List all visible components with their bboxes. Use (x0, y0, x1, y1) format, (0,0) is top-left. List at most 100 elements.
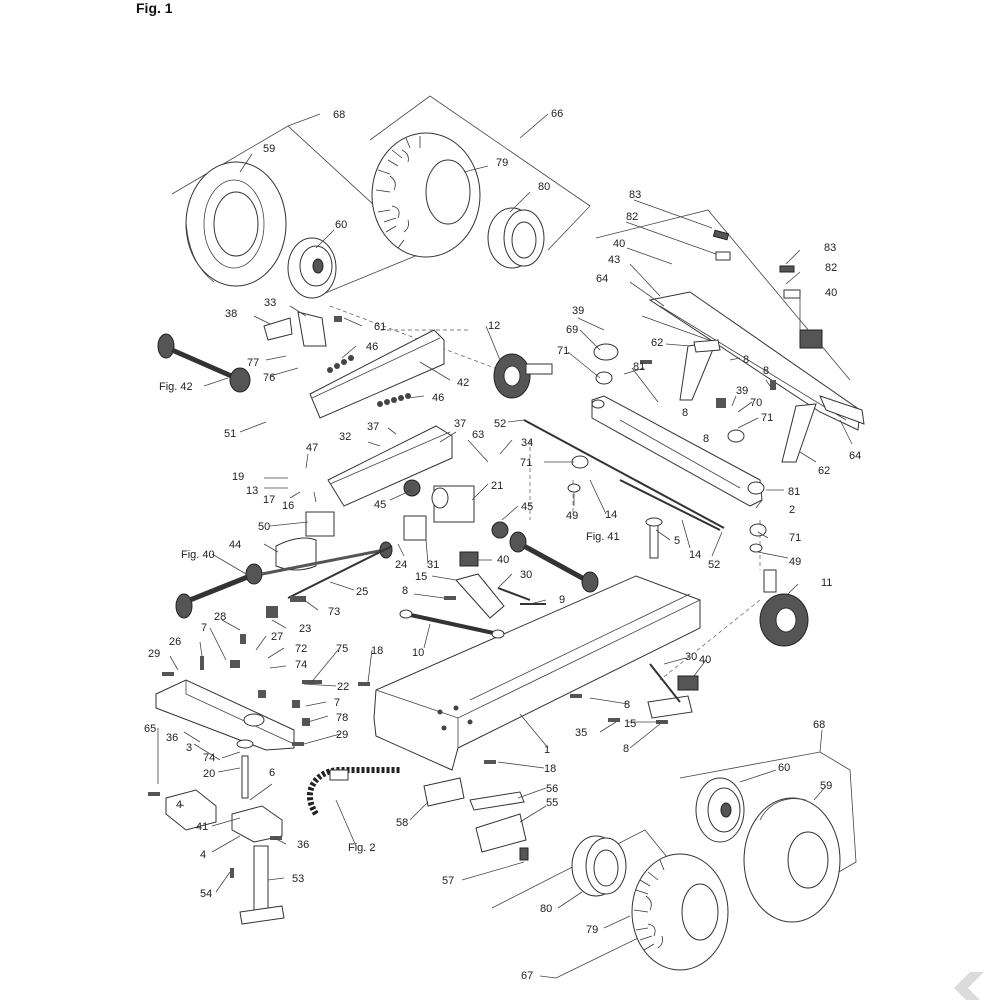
callout-77: 77 (247, 357, 259, 369)
callout-14-top: 14 (605, 509, 617, 521)
callout-62-top: 62 (651, 337, 663, 349)
callout-1: 1 (544, 744, 550, 756)
callout-42: 42 (457, 377, 469, 389)
bracket-15-bottom (647, 695, 693, 719)
callout-62-right: 62 (818, 465, 830, 477)
link-10 (399, 609, 505, 639)
callout-81-right: 81 (788, 486, 800, 498)
callout-59-top: 59 (263, 143, 275, 155)
hub-12 (493, 353, 553, 399)
callout-49-bottom: 49 (789, 556, 801, 568)
hub-11 (759, 569, 809, 647)
callout-40-bottom: 40 (699, 654, 711, 666)
callout-fig40: Fig. 40 (181, 549, 215, 561)
callout-36-top: 36 (166, 732, 178, 744)
leg-62-left (679, 339, 721, 401)
bracket-58 (423, 777, 465, 807)
callout-59-bottom: 59 (820, 780, 832, 792)
kit-outline-68-top (171, 113, 426, 297)
callout-67: 67 (521, 970, 533, 982)
callout-32: 32 (339, 431, 351, 443)
axle-beam-2 (591, 395, 765, 507)
pto-shaft-fig42 (157, 333, 251, 393)
callout-45-right: 45 (521, 501, 533, 513)
callout-40-right: 40 (825, 287, 837, 299)
callout-19: 19 (232, 471, 244, 483)
jack-stand-53 (239, 845, 285, 925)
block-40-right (677, 675, 699, 691)
callout-83-right: 83 (824, 242, 836, 254)
callout-49-top: 49 (566, 510, 578, 522)
callout-69: 69 (566, 324, 578, 336)
callout-52-bottom: 52 (708, 559, 720, 571)
rim-60-bottom (695, 777, 745, 843)
callout-64-right: 64 (849, 450, 861, 462)
callout-75: 75 (336, 643, 348, 655)
box-32 (327, 425, 453, 507)
callout-38: 38 (225, 308, 237, 320)
watermark-logo (954, 972, 984, 1000)
bracket-33 (263, 311, 327, 347)
callout-13: 13 (246, 485, 258, 497)
part-57 (519, 847, 529, 861)
callout-15-top: 15 (415, 571, 427, 583)
pto-shaft-fig41 (509, 531, 599, 593)
callout-66: 66 (551, 108, 563, 120)
callout-43: 43 (608, 254, 620, 266)
callout-45-left: 45 (374, 499, 386, 511)
callout-58: 58 (396, 817, 408, 829)
callout-76: 76 (263, 372, 275, 384)
shaft-25 (287, 545, 393, 599)
callout-53: 53 (292, 873, 304, 885)
callout-11: 11 (821, 577, 832, 589)
callout-34: 34 (521, 437, 533, 449)
callout-65: 65 (144, 723, 156, 735)
clevis-4-left (165, 789, 217, 831)
spindle-5 (645, 517, 663, 559)
callout-18-top: 18 (371, 645, 383, 657)
callout-37-b: 37 (454, 418, 466, 430)
callout-56: 56 (546, 783, 558, 795)
figure-title: Fig. 1 (136, 0, 173, 16)
callout-fig42: Fig. 42 (159, 381, 193, 393)
callout-44: 44 (229, 539, 241, 551)
cover-44 (275, 511, 335, 571)
callout-79-top: 79 (496, 157, 508, 169)
callout-46-b: 46 (432, 392, 444, 404)
callout-8-g: 8 (623, 743, 629, 755)
callout-71-right: 71 (761, 412, 773, 424)
callout-40-center: 40 (497, 554, 509, 566)
callout-36-bottom: 36 (297, 839, 309, 851)
callout-80-top: 80 (538, 181, 550, 193)
callout-47: 47 (306, 442, 318, 454)
callout-64-top: 64 (596, 273, 608, 285)
callout-16: 16 (282, 500, 294, 512)
callout-18-bottom: 18 (544, 763, 556, 775)
callout-72: 72 (295, 643, 307, 655)
kit-outline-66 (369, 95, 591, 251)
callout-fig41: Fig. 41 (586, 531, 620, 543)
chain-fig2 (307, 767, 400, 816)
callout-82-top: 82 (626, 211, 638, 223)
callout-23: 23 (299, 623, 311, 635)
callout-40-top: 40 (613, 238, 625, 250)
callout-2: 2 (789, 504, 795, 516)
callout-50: 50 (258, 521, 270, 533)
callout-29-bottom: 29 (336, 729, 348, 741)
callout-37-a: 37 (367, 421, 379, 433)
callout-46-a: 46 (366, 341, 378, 353)
callout-7-bottom: 7 (334, 697, 340, 709)
callout-26: 26 (169, 636, 181, 648)
callout-54: 54 (200, 888, 212, 900)
callout-71-bottom: 71 (789, 532, 801, 544)
drawbar-3 (155, 679, 295, 751)
callout-17: 17 (263, 494, 275, 506)
block-40-center (459, 551, 479, 567)
callout-28: 28 (214, 611, 226, 623)
callout-82-right: 82 (825, 262, 837, 274)
callout-80-bottom: 80 (540, 903, 552, 915)
callout-15-bottom: 15 (624, 718, 636, 730)
callout-numbers: 68 66 59 79 60 80 83 82 40 83 82 40 43 6… (144, 108, 861, 982)
